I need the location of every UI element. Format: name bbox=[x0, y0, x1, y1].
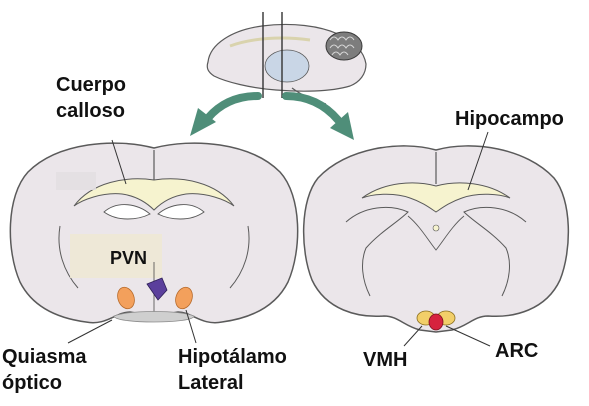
label-cuerpo-calloso: Cuerpo calloso bbox=[56, 72, 126, 124]
arc-nucleus bbox=[429, 314, 443, 330]
label-quiasma-optico: Quiasma óptico bbox=[2, 344, 86, 396]
label-cuerpo-calloso-line2: calloso bbox=[56, 98, 126, 124]
label-hipotalamo-line2: Lateral bbox=[178, 370, 287, 396]
label-quiasma-line2: óptico bbox=[2, 370, 86, 396]
cerebellum-icon bbox=[326, 32, 362, 60]
leader-quiasma bbox=[68, 320, 112, 343]
label-hipotalamo-line1: Hipotálamo bbox=[178, 344, 287, 370]
label-hipocampo: Hipocampo bbox=[455, 106, 564, 132]
sagittal-brain bbox=[207, 12, 366, 104]
label-quiasma-line1: Quiasma bbox=[2, 344, 86, 370]
label-pvn: PVN bbox=[110, 245, 147, 271]
label-hipotalamo-lateral: Hipotálamo Lateral bbox=[178, 344, 287, 396]
label-vmh: VMH bbox=[363, 347, 407, 373]
label-cuerpo-calloso-line1: Cuerpo bbox=[56, 72, 126, 98]
leader-arc bbox=[446, 326, 490, 346]
optic-chiasm bbox=[114, 312, 194, 323]
coronal-section-left bbox=[10, 143, 297, 323]
label-arc: ARC bbox=[495, 338, 538, 364]
arrow-left bbox=[190, 96, 258, 136]
coronal-section-right bbox=[304, 146, 569, 332]
leader-vmh bbox=[404, 326, 422, 346]
arrow-right bbox=[286, 96, 354, 140]
